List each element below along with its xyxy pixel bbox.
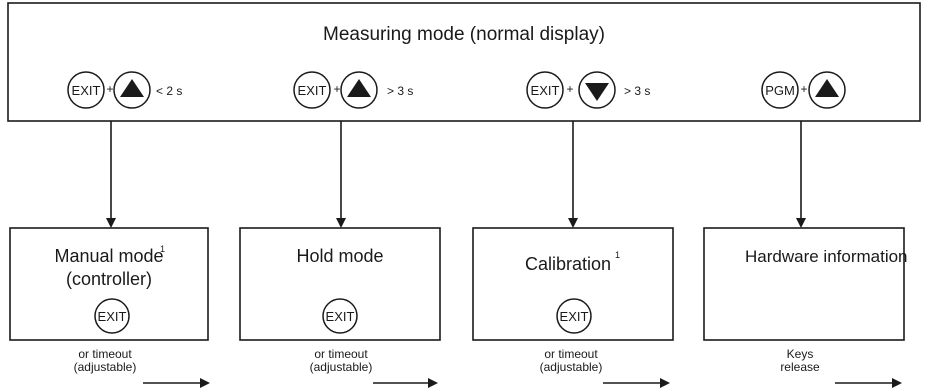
manual-mode-box: Manual mode 1 (controller) EXIT xyxy=(9,227,209,341)
footnote-marker: 1 xyxy=(160,244,165,254)
svg-text:PGM: PGM xyxy=(765,83,795,98)
triangle-down-icon xyxy=(585,83,609,101)
return-manual: or timeout (adjustable) xyxy=(74,347,210,388)
exit-key xyxy=(322,298,358,334)
svg-text:EXIT: EXIT xyxy=(326,309,355,324)
svg-text:+: + xyxy=(333,82,340,96)
exit-key xyxy=(94,298,130,334)
exit-key xyxy=(526,71,564,109)
svg-text:Keys: Keys xyxy=(787,347,814,361)
measuring-mode-box: Measuring mode (normal display) xyxy=(7,2,921,122)
svg-text:+: + xyxy=(800,82,807,96)
key-combo-hardware: PGM + xyxy=(761,71,846,109)
key-combo-calibration: EXIT + > 3 s xyxy=(526,71,650,109)
exit-key xyxy=(67,71,105,109)
manual-mode-sublabel: (controller) xyxy=(66,269,152,289)
svg-text:EXIT: EXIT xyxy=(531,83,560,98)
svg-text:(adjustable): (adjustable) xyxy=(74,360,137,374)
key-combo-hold: EXIT + > 3 s xyxy=(293,71,413,109)
triangle-up-icon xyxy=(347,79,371,97)
svg-text:EXIT: EXIT xyxy=(298,83,327,98)
pgm-key xyxy=(761,71,799,109)
svg-text:EXIT: EXIT xyxy=(560,309,589,324)
key-combo-manual: EXIT + < 2 s xyxy=(67,71,182,109)
svg-text:> 3 s: > 3 s xyxy=(624,84,650,98)
svg-text:< 2 s: < 2 s xyxy=(156,84,182,98)
exit-key xyxy=(293,71,331,109)
triangle-up-icon xyxy=(120,79,144,97)
calibration-label: Calibration xyxy=(525,254,611,274)
measuring-mode-title: Measuring mode (normal display) xyxy=(323,24,605,45)
svg-text:+: + xyxy=(566,82,573,96)
manual-mode-label: Manual mode xyxy=(54,246,163,266)
svg-text:EXIT: EXIT xyxy=(98,309,127,324)
hold-mode-label: Hold mode xyxy=(296,246,383,266)
return-hold: or timeout (adjustable) xyxy=(310,347,438,388)
hardware-information-label: Hardware information xyxy=(745,247,908,266)
svg-text:(adjustable): (adjustable) xyxy=(540,360,603,374)
svg-text:EXIT: EXIT xyxy=(72,83,101,98)
svg-text:release: release xyxy=(780,360,820,374)
hardware-information-box: Hardware information xyxy=(703,227,908,341)
return-hardware: Keys release xyxy=(780,347,902,388)
svg-text:or timeout: or timeout xyxy=(314,347,368,361)
svg-text:+: + xyxy=(106,82,113,96)
svg-text:or timeout: or timeout xyxy=(78,347,132,361)
triangle-up-icon xyxy=(815,79,839,97)
svg-text:(adjustable): (adjustable) xyxy=(310,360,373,374)
svg-text:or timeout: or timeout xyxy=(544,347,598,361)
exit-key xyxy=(556,298,592,334)
calibration-box: Calibration 1 EXIT xyxy=(472,227,674,341)
hold-mode-box: Hold mode EXIT xyxy=(239,227,441,341)
return-calibration: or timeout (adjustable) xyxy=(540,347,670,388)
footnote-marker: 1 xyxy=(615,250,620,260)
svg-text:> 3 s: > 3 s xyxy=(387,84,413,98)
